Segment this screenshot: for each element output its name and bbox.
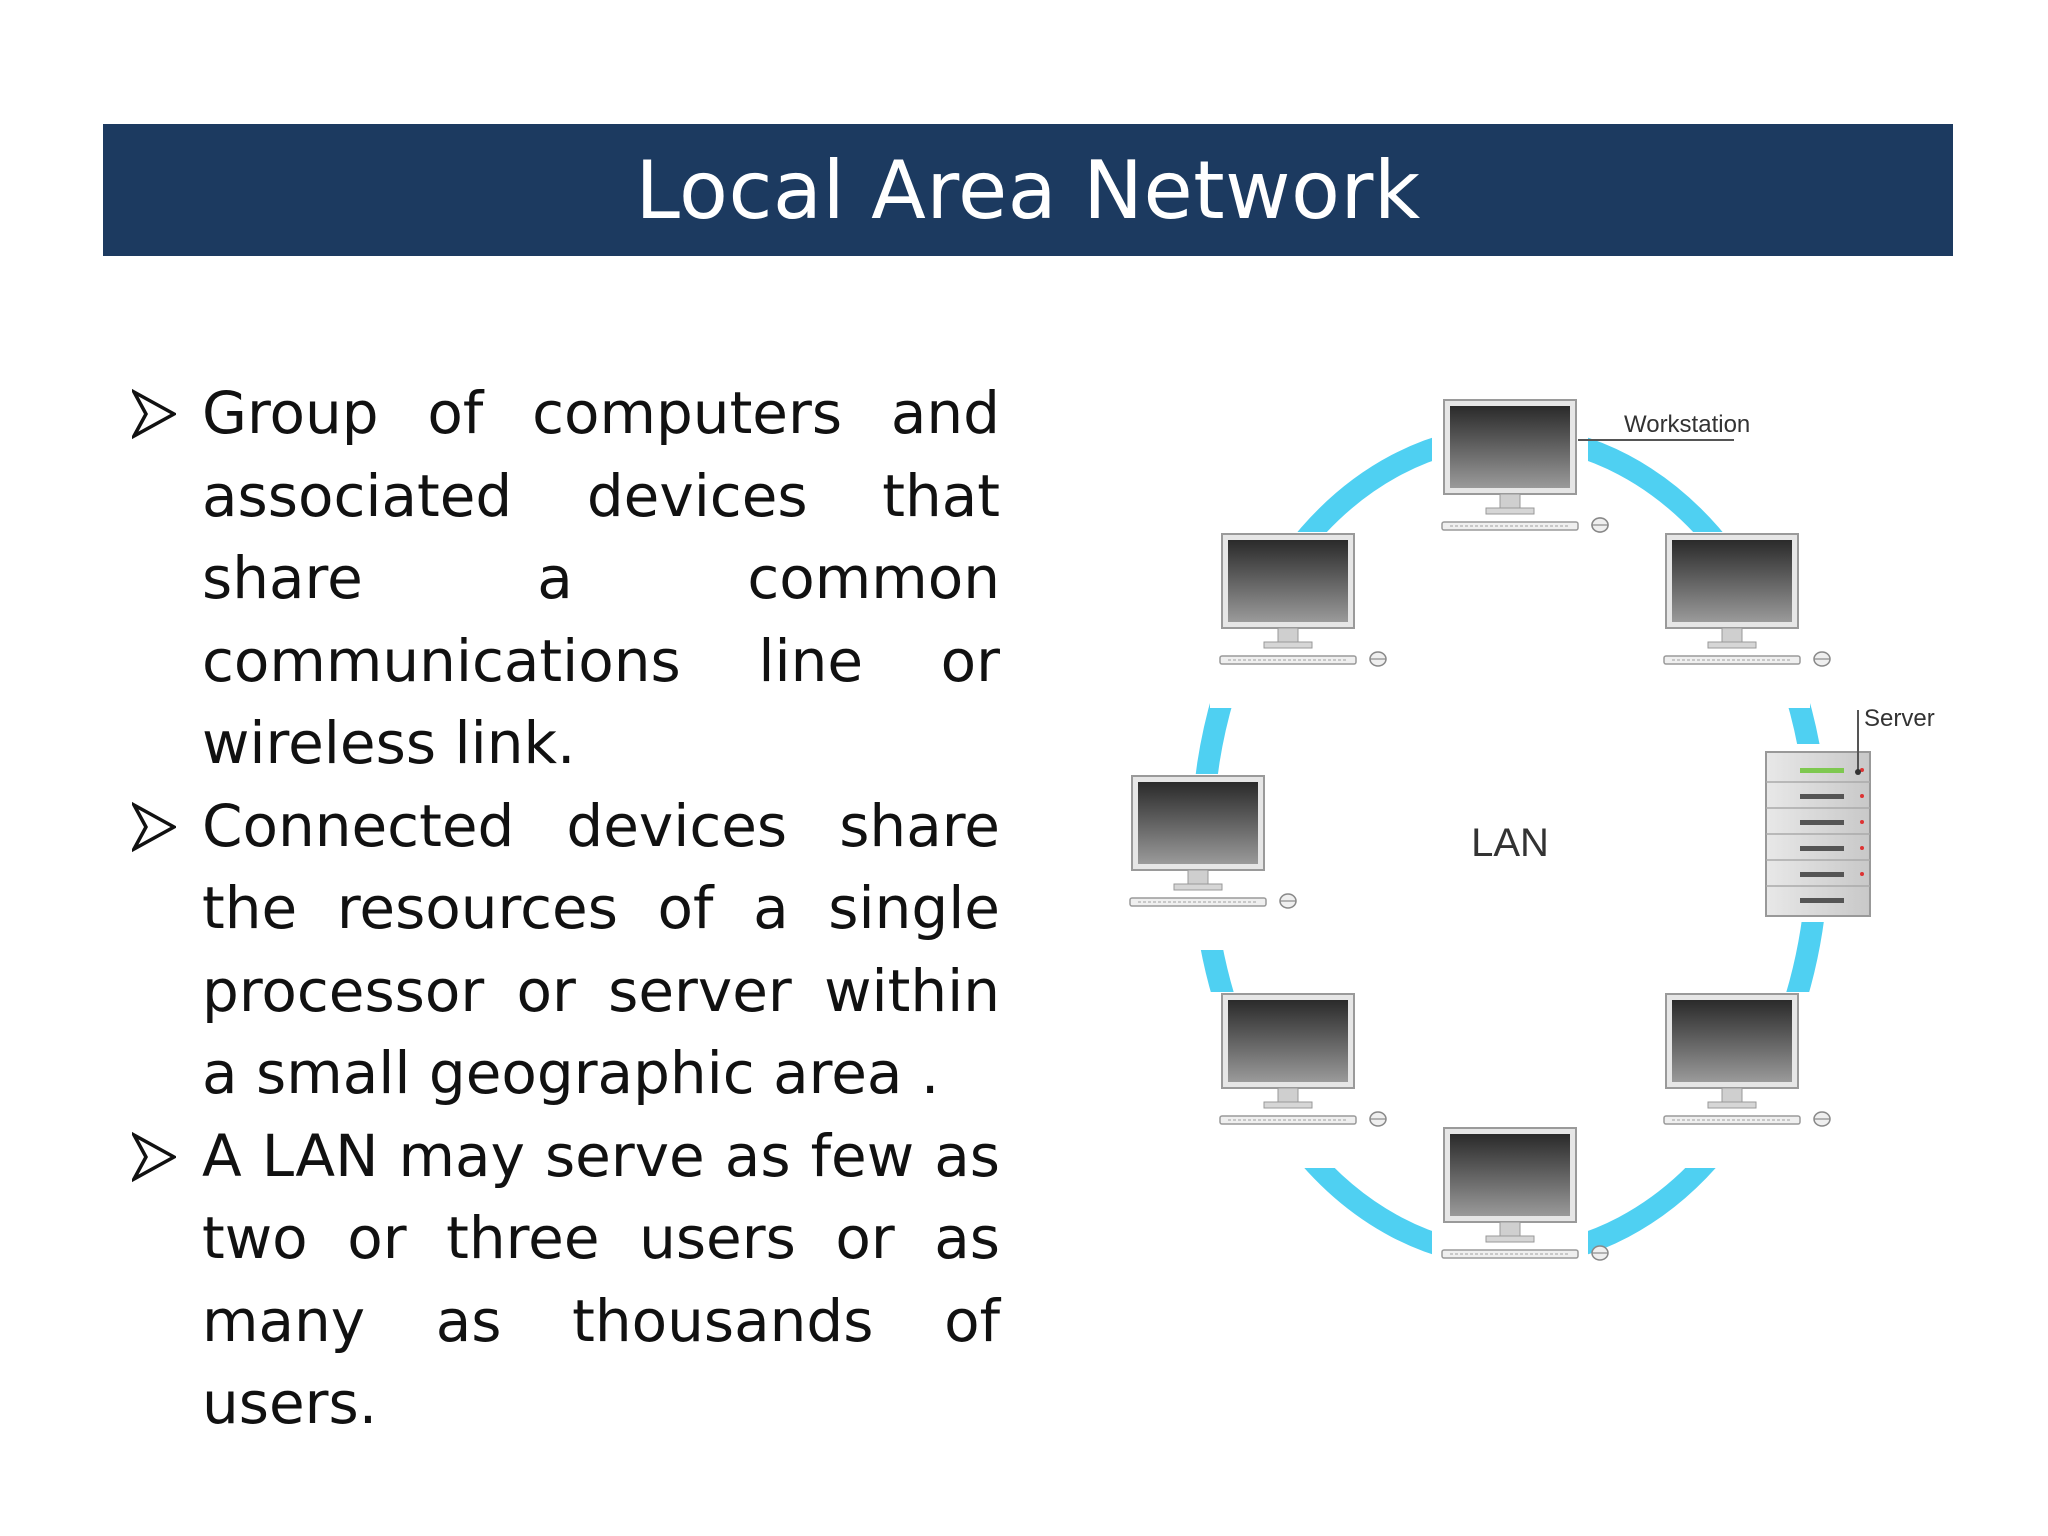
bullet-text: A LAN may serve as few as two or three u… bbox=[202, 1121, 1000, 1438]
workstation-label: Workstation bbox=[1624, 411, 1750, 438]
arrow-bullet-icon bbox=[132, 388, 176, 440]
lan-center-label: LAN bbox=[1471, 821, 1549, 865]
bullet-item: Connected devices share the resources of… bbox=[120, 785, 1000, 1115]
lan-ring-diagram: Workstation Server LAN bbox=[1120, 398, 1935, 1302]
slide-title-bar: Local Area Network bbox=[103, 124, 1953, 256]
server-label: Server bbox=[1864, 705, 1935, 732]
workstation-computer bbox=[1210, 992, 1387, 1168]
server-rack bbox=[1760, 744, 1874, 922]
bullet-text: Connected devices share the resources of… bbox=[202, 791, 1000, 1108]
slide-title: Local Area Network bbox=[635, 143, 1421, 237]
workstation-computer bbox=[1432, 398, 1609, 574]
bullet-item: A LAN may serve as few as two or three u… bbox=[120, 1115, 1000, 1445]
workstation-computer bbox=[1432, 1126, 1609, 1302]
workstation-computer bbox=[1654, 532, 1831, 708]
bullet-item: Group of computers and associated device… bbox=[120, 372, 1000, 785]
arrow-bullet-icon bbox=[132, 801, 176, 852]
workstation-computer bbox=[1210, 532, 1387, 708]
workstation-computer bbox=[1120, 774, 1297, 950]
lan-diagram: Workstation Server LAN bbox=[1110, 380, 1970, 1320]
bullet-list: Group of computers and associated device… bbox=[120, 372, 1000, 1445]
arrow-bullet-icon bbox=[132, 1131, 176, 1182]
bullet-text: Group of computers and associated device… bbox=[202, 379, 1000, 777]
workstation-computer bbox=[1654, 992, 1831, 1168]
